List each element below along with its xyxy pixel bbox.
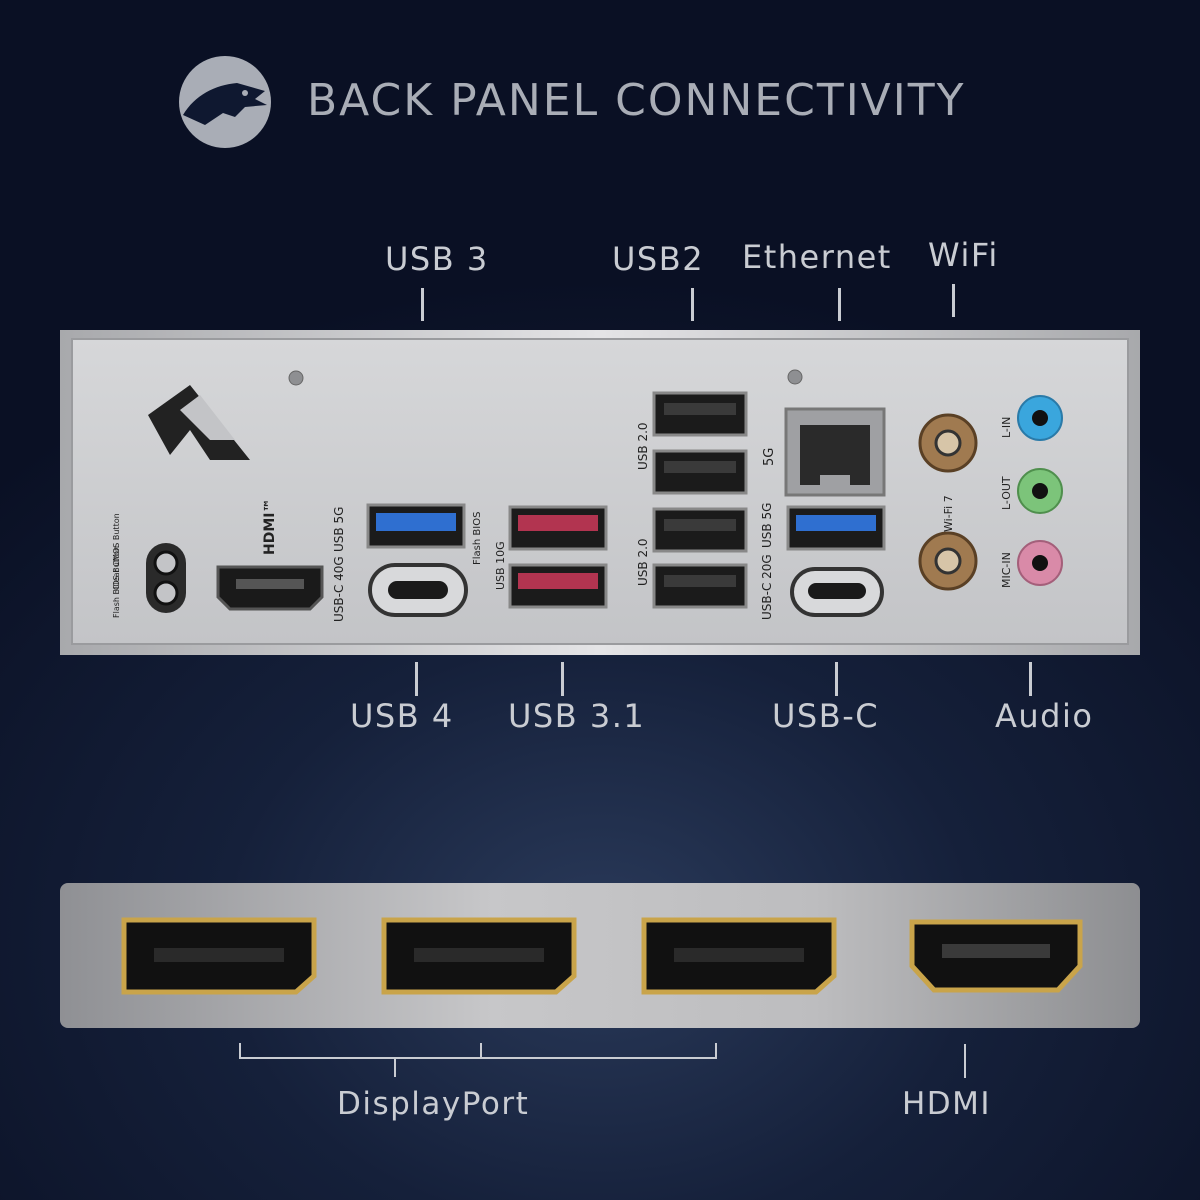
usb-c-20g-text: USB-C 20G [760,554,774,620]
brand-logo-icon [148,385,250,460]
mic-in-text: MIC-IN [1000,552,1013,588]
pointer-hdmi [964,1044,966,1078]
bracket-dp-bar [239,1057,717,1059]
pointer-usb2 [691,288,694,321]
label-usb2: USB2 [612,240,705,278]
displayport-2 [381,917,577,995]
page-title: BACK PANEL CONNECTIVITY [307,75,966,126]
label-displayport: DisplayPort [337,1086,530,1122]
usb-5g-text-a: USB 5G [332,506,346,552]
label-hdmi: HDMI [902,1086,992,1122]
l-out-text: L-OUT [1000,476,1013,510]
hdmi-logo-text: HDMI™ [262,498,278,555]
pointer-usb3 [421,288,424,321]
io-back-panel [60,330,1140,655]
label-ethernet: Ethernet [742,238,892,276]
usb20-text-a: USB 2.0 [636,422,650,470]
label-usb4: USB 4 [350,697,454,735]
pointer-usb4 [415,662,418,696]
usb20-text-b: USB 2.0 [636,538,650,586]
usb-5g-text-b: USB 5G [760,502,774,548]
bracket-dp-right [715,1043,717,1059]
ethernet-5g-text: 5G [762,447,777,466]
header: BACK PANEL CONNECTIVITY [175,55,1075,150]
label-usbc: USB-C [772,697,880,735]
label-wifi: WiFi [928,236,999,274]
usb-c-40g-text: USB-C 40G [332,556,346,622]
pointer-usbc [835,662,838,696]
bracket-dp-left [239,1043,241,1059]
hdmi-port [909,919,1083,993]
pointer-audio [1029,662,1032,696]
bracket-dp-middle [480,1043,482,1059]
dragon-logo-icon [179,56,271,148]
usb-10g-text: USB 10G [494,541,507,590]
wifi7-text: Wi-Fi 7 [942,495,955,532]
flash-bios-button-text: Flash BIOS Button [112,545,121,618]
wifi-antenna-connector-top [918,413,978,473]
pointer-usb31 [561,662,564,696]
pointer-ethernet [838,288,841,321]
wifi-antenna-connector-bottom [918,531,978,591]
displayport-3 [641,917,837,995]
displayport-1 [121,917,317,995]
pointer-displayport [394,1059,396,1077]
label-usb3: USB 3 [385,240,489,278]
l-in-text: L-IN [1000,416,1013,438]
flash-bios-text: Flash BIOS [472,511,483,565]
pointer-wifi [952,284,955,317]
label-audio: Audio [995,697,1094,735]
label-usb31: USB 3.1 [508,697,646,735]
